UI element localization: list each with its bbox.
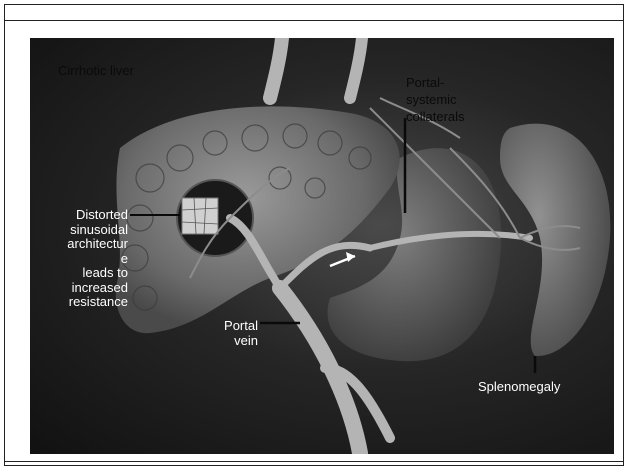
label-splenomegaly: Splenomegaly <box>478 380 560 394</box>
sinusoid-grid <box>182 198 218 234</box>
label-line: sinusoidal <box>30 223 128 238</box>
label-line: systemic <box>406 91 465 108</box>
label-distorted-architecture: Distorted sinusoidal architectur e leads… <box>30 208 128 310</box>
label-portal-systemic-collaterals: Portal- systemic collaterals <box>406 74 465 125</box>
label-line: Portal- <box>406 74 465 91</box>
label-line: resistance <box>30 295 128 310</box>
label-line: collaterals <box>406 108 465 125</box>
label-line: e <box>30 252 128 267</box>
label-line: vein <box>180 333 258 348</box>
label-cirrhotic-liver: Cirrhotic liver <box>58 64 134 78</box>
label-line: increased <box>30 281 128 296</box>
anatomy-illustration: Cirrhotic liver Portal- systemic collate… <box>30 38 614 454</box>
label-line: leads to <box>30 266 128 281</box>
spleen <box>500 124 610 356</box>
header-divider <box>4 20 624 21</box>
footer-divider <box>4 461 624 462</box>
label-line: Portal <box>180 318 258 333</box>
label-line: Distorted <box>30 208 128 223</box>
label-line: architectur <box>30 237 128 252</box>
label-portal-vein: Portal vein <box>180 318 258 348</box>
